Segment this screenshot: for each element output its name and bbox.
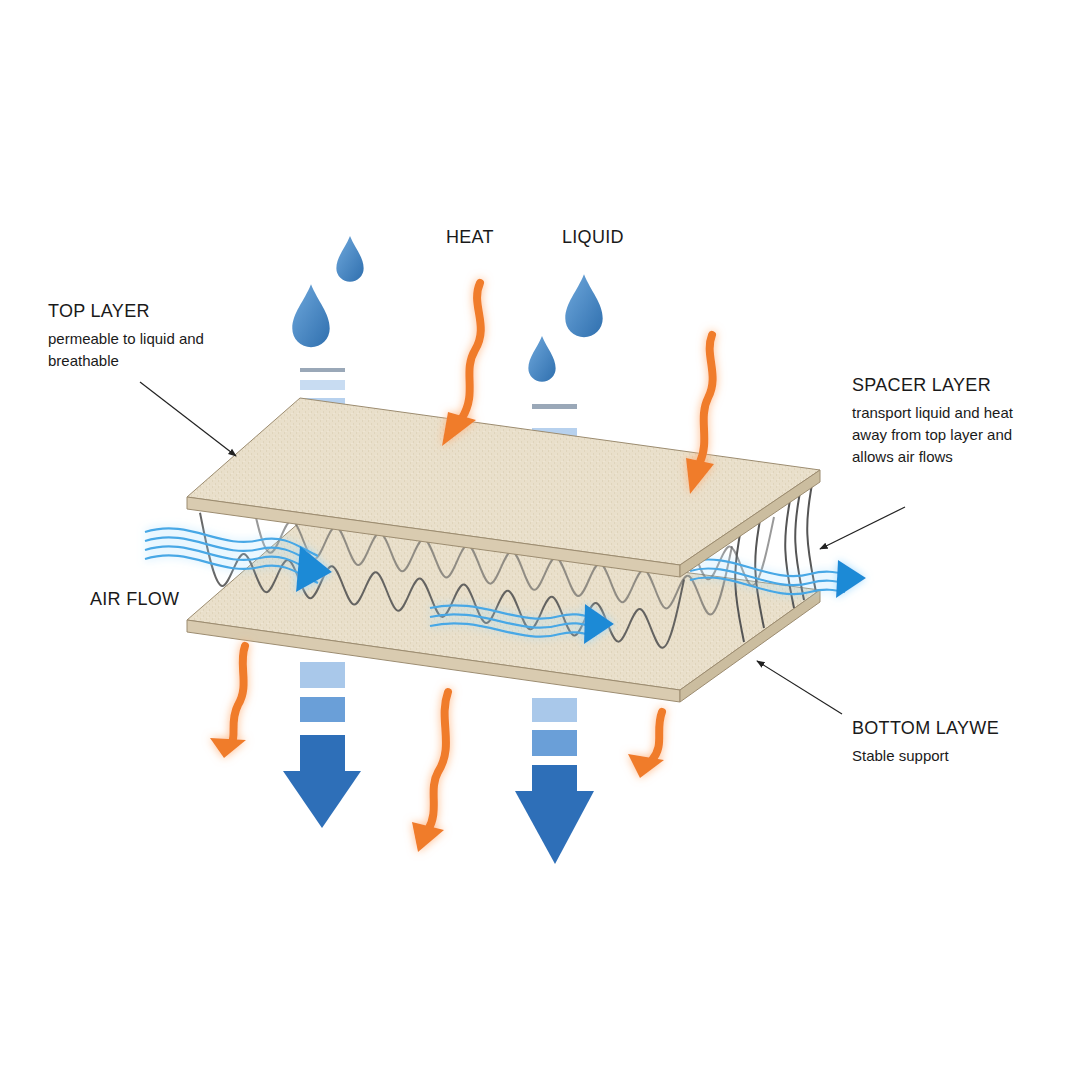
part-name: TOP LAYER xyxy=(48,298,150,324)
part-description: permeable to liquid and breathable xyxy=(48,328,253,372)
spacer-thread xyxy=(807,484,816,592)
leader-lines xyxy=(140,382,905,714)
liquid-drops xyxy=(292,236,602,382)
spacer-thread xyxy=(755,520,764,628)
spacer-thread xyxy=(735,534,744,642)
liquid-passage-bottom xyxy=(283,662,594,864)
air-flow-label: AIR FLOW xyxy=(90,586,179,612)
part-name: BOTTOM LAYWE xyxy=(852,715,999,741)
part-name: SPACER LAYER xyxy=(852,372,991,398)
liquid-label: LIQUID xyxy=(562,224,624,250)
heat-arrows xyxy=(210,283,714,852)
spacer-thread xyxy=(785,500,794,608)
part-description: transport liquid and heat away from top … xyxy=(852,402,1020,467)
heat-label: HEAT xyxy=(446,224,494,250)
part-description: Stable support xyxy=(852,745,1022,767)
top-layer-plate xyxy=(187,398,820,577)
